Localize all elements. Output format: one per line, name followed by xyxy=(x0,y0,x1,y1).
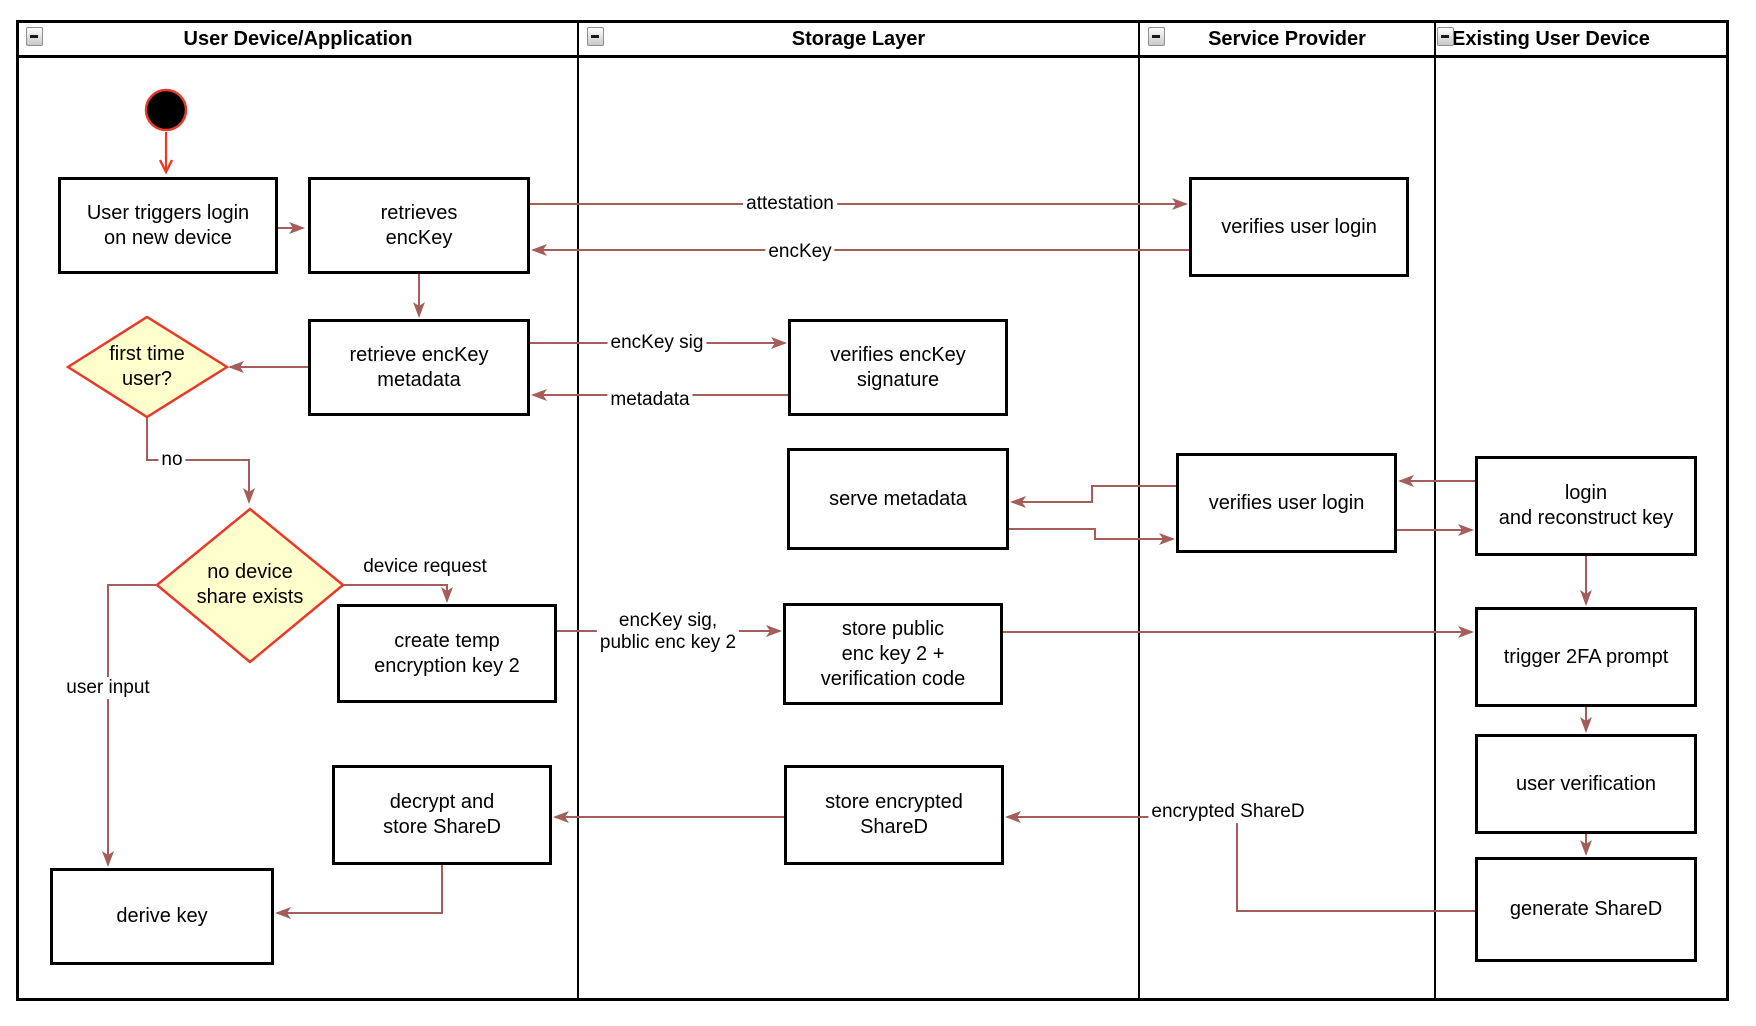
collapse-lane-icon[interactable] xyxy=(587,27,604,46)
activity-retrieve-enckey-metadata: retrieve encKey metadata xyxy=(308,319,530,416)
lane-divider-2 xyxy=(1138,20,1140,998)
collapse-lane-icon[interactable] xyxy=(1437,27,1454,46)
lane-header-service: Service Provider xyxy=(1208,28,1366,50)
activity-derive-key: derive key xyxy=(50,868,274,965)
activity-user-triggers-login: User triggers login on new device xyxy=(58,177,278,274)
activity-verifies-user-login-top: verifies user login xyxy=(1189,177,1409,277)
activity-user-verification: user verification xyxy=(1475,734,1697,834)
lane-divider-1 xyxy=(577,20,579,998)
activity-decrypt-store-shared: decrypt and store ShareD xyxy=(332,765,552,865)
collapse-lane-icon[interactable] xyxy=(1148,27,1165,46)
edge-label-enckey-sig-pub: encKey sig, public enc key 2 xyxy=(596,610,740,654)
activity-store-encrypted-shared: store encrypted ShareD xyxy=(784,765,1004,865)
decision-first-time-user-label: first time user? xyxy=(109,343,185,390)
activity-serve-metadata: serve metadata xyxy=(787,448,1009,550)
edge-label-metadata: metadata xyxy=(607,389,693,411)
edge-label-attestation: attestation xyxy=(743,193,837,215)
lane-header-storage: Storage Layer xyxy=(791,28,926,50)
lane-divider-3 xyxy=(1434,20,1436,998)
edge-label-encrypted-shared: encrypted ShareD xyxy=(1148,801,1308,823)
edge-label-no: no xyxy=(158,449,186,471)
lane-header-separator xyxy=(16,55,1729,58)
edge-label-device-request: device request xyxy=(360,556,490,578)
activity-login-reconstruct-key: login and reconstruct key xyxy=(1475,456,1697,556)
edge-label-enckey: encKey xyxy=(765,241,835,263)
lane-header-user-device: User Device/Application xyxy=(183,28,413,50)
activity-create-temp-key: create temp encryption key 2 xyxy=(337,604,557,703)
edge-label-enckey-sig: encKey sig xyxy=(607,332,707,354)
activity-store-public-enc-key: store public enc key 2 + verification co… xyxy=(783,603,1003,705)
collapse-lane-icon[interactable] xyxy=(26,27,43,46)
activity-verifies-enckey-signature: verifies encKey signature xyxy=(788,319,1008,416)
edge-label-user-input: user input xyxy=(63,677,153,699)
activity-generate-shared: generate ShareD xyxy=(1475,857,1697,962)
lane-header-existing: Existing User Device xyxy=(1452,28,1650,50)
activity-trigger-2fa-prompt: trigger 2FA prompt xyxy=(1475,607,1697,707)
activity-retrieves-enckey: retrieves encKey xyxy=(308,177,530,274)
activity-verifies-user-login-mid: verifies user login xyxy=(1176,453,1397,553)
decision-no-device-share-label: no device share exists xyxy=(196,561,304,608)
